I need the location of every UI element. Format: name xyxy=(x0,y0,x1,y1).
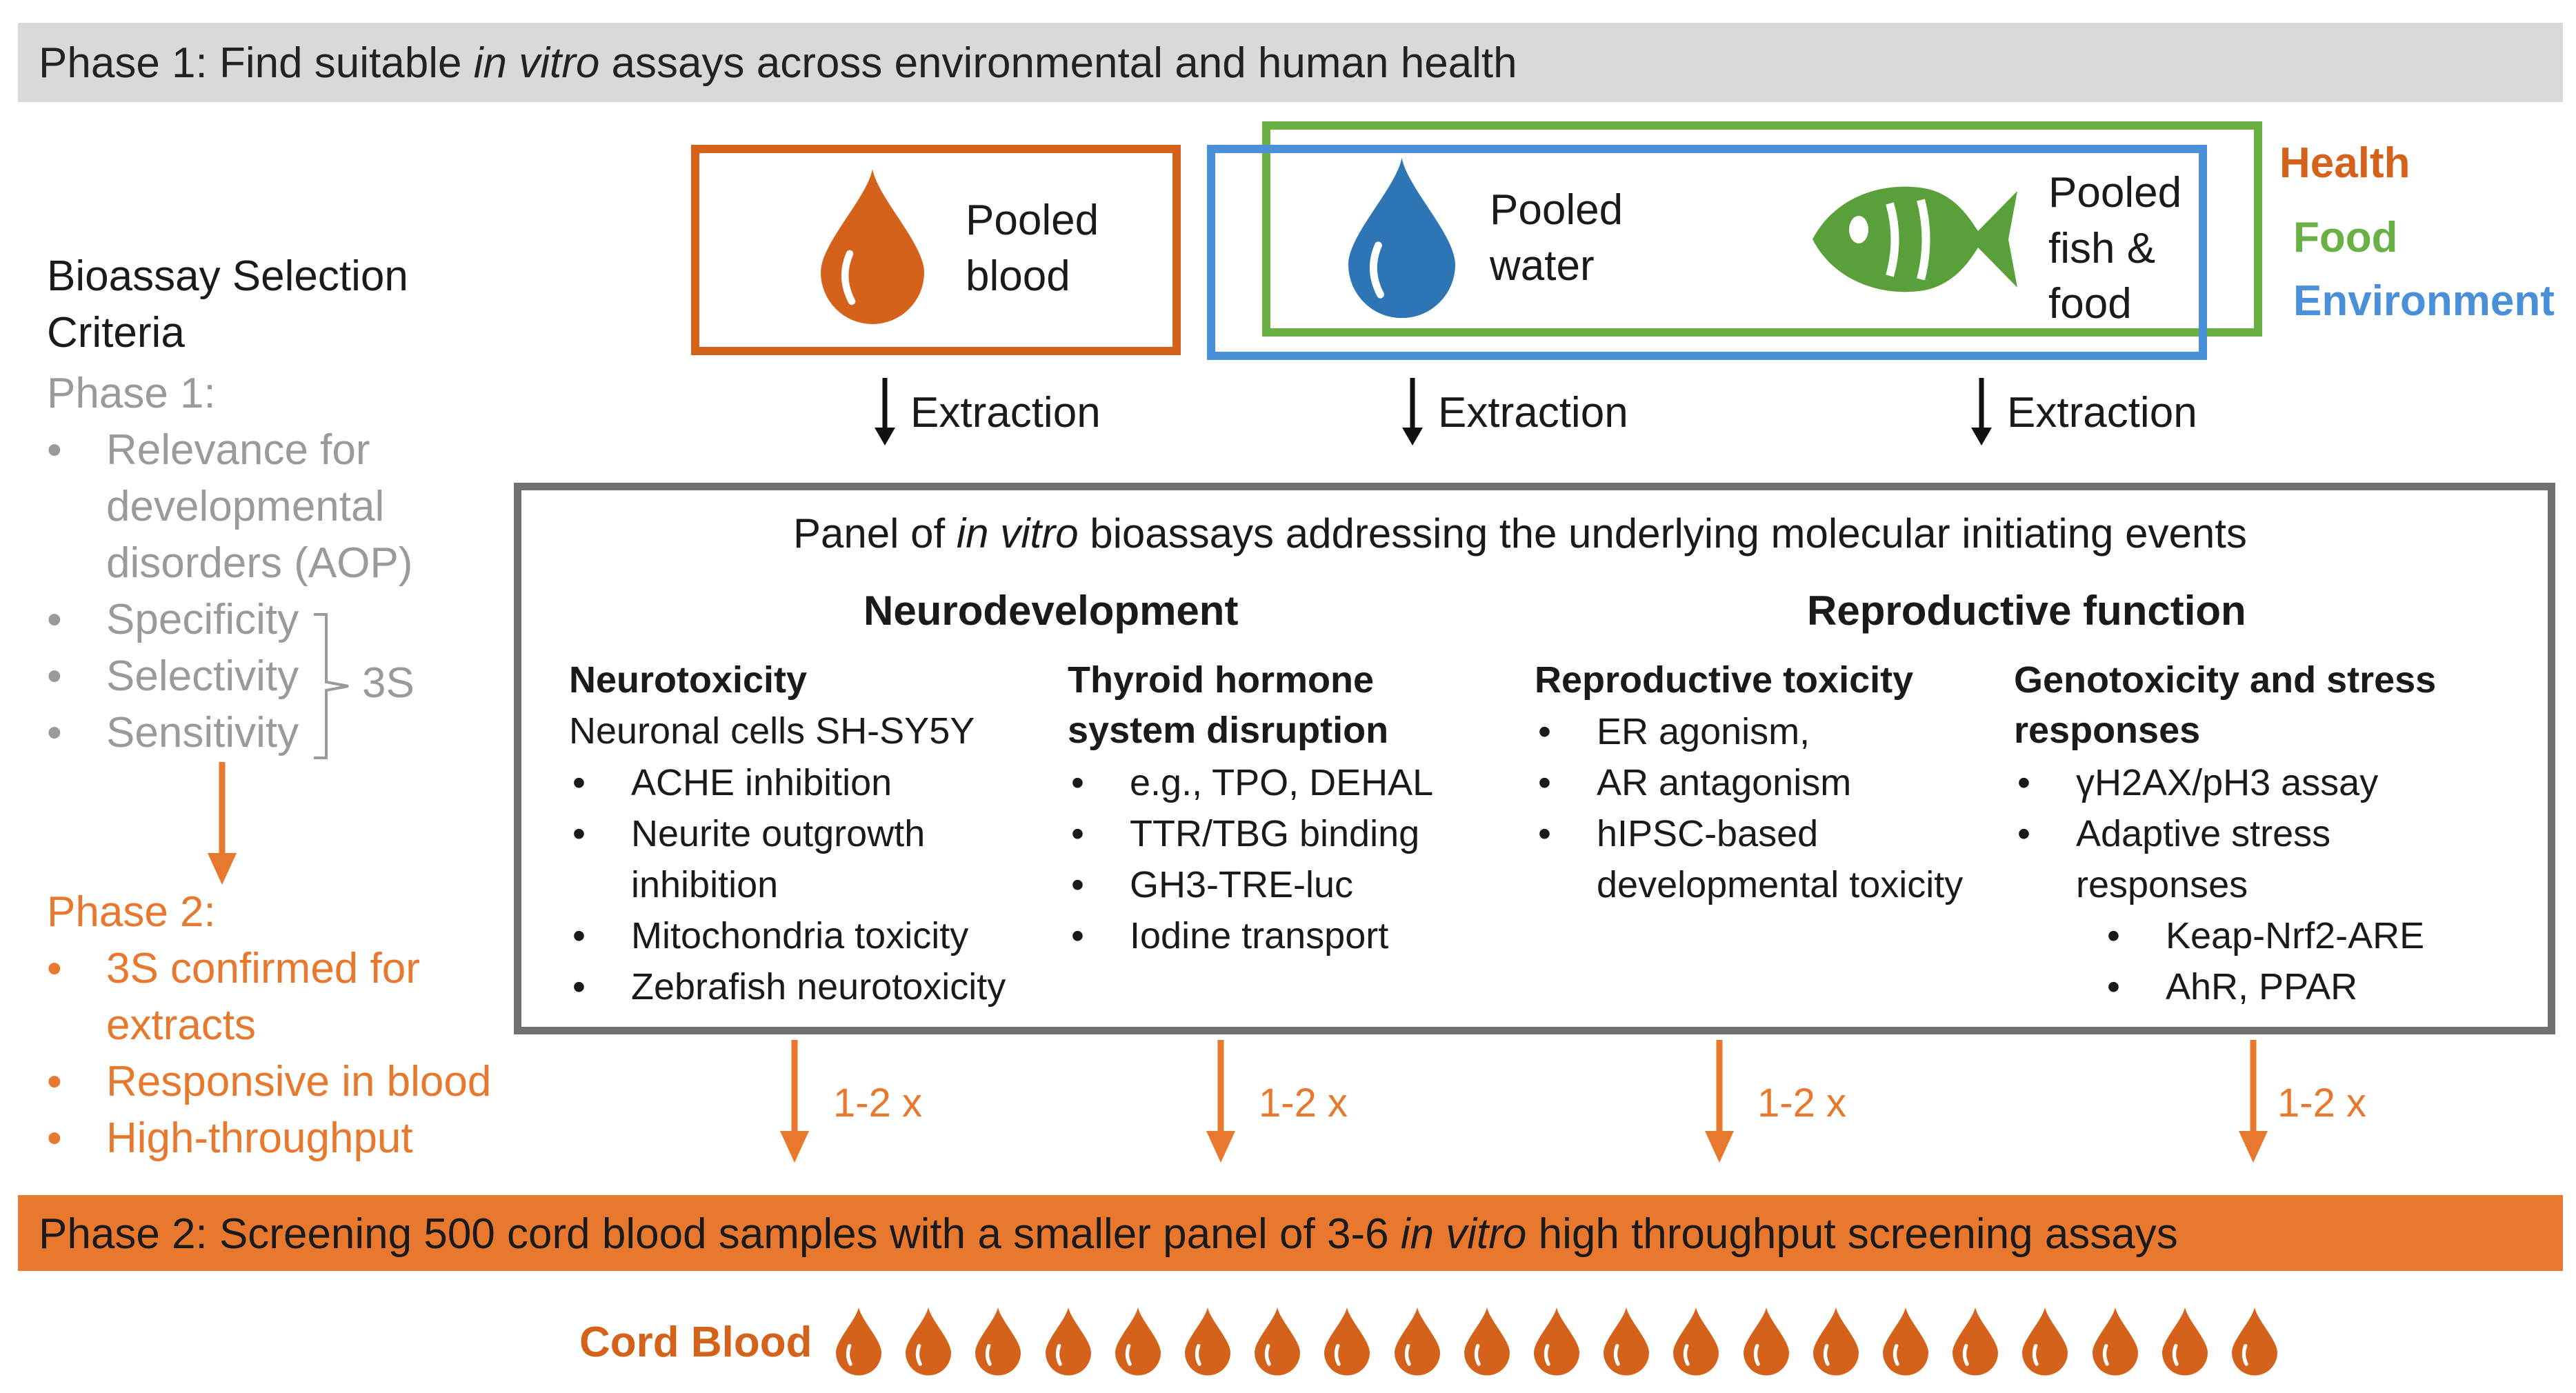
neurodevelopment-heading: Neurodevelopment xyxy=(863,588,1239,634)
extraction-label-blood: Extraction xyxy=(910,389,1101,437)
blood-drop-icon xyxy=(1604,1307,1649,1376)
blood-drop-icon xyxy=(906,1307,951,1376)
blood-drop-icon xyxy=(1464,1307,1510,1376)
list-item: Responsive in blood xyxy=(47,1054,491,1110)
list-item: Iodine transport xyxy=(1071,910,1433,961)
bioassay-panel xyxy=(514,483,2555,1034)
repro-tox-title: Reproductive toxicity xyxy=(1535,659,1914,701)
criteria-phase2-label: Phase 2: xyxy=(47,888,216,936)
blood-drop-icon xyxy=(2093,1307,2138,1376)
phase2-banner: Phase 2: Screening 500 cord blood sample… xyxy=(18,1195,2563,1271)
environment-box xyxy=(1207,145,2207,360)
down-arrow-icon xyxy=(1971,378,1992,445)
water-drop-icon xyxy=(1348,155,1455,321)
blood-drop-icon xyxy=(1046,1307,1091,1376)
blood-drop-icon xyxy=(1744,1307,1789,1376)
blood-drop-icon xyxy=(2022,1307,2068,1376)
blood-drop-icon xyxy=(2232,1307,2277,1376)
neurotoxicity-list: ACHE inhibition Neurite outgrowthinhibit… xyxy=(572,757,1006,1012)
blood-drop-icon xyxy=(1255,1307,1300,1376)
genotox-list: γH2AX/pH3 assay Adaptive stressresponses… xyxy=(2017,757,2424,1012)
extraction-label-fish: Extraction xyxy=(2007,389,2197,437)
orange-arrow-icon xyxy=(1206,1040,1235,1163)
orange-arrow-icon xyxy=(2239,1040,2268,1163)
list-item: Specificity xyxy=(47,592,412,648)
list-item: ER agonism, xyxy=(1538,706,1963,757)
list-item: GH3-TRE-luc xyxy=(1071,859,1433,910)
down-arrow-icon xyxy=(875,378,895,445)
multiplier-label: 1-2 x xyxy=(833,1081,922,1125)
multiplier-label: 1-2 x xyxy=(1259,1081,1348,1125)
blood-drop-icon xyxy=(1953,1307,1998,1376)
list-item: Sensitivity xyxy=(47,705,412,761)
cord-blood-drops xyxy=(836,1307,2284,1379)
list-item: AhR, PPAR xyxy=(2017,961,2424,1012)
blood-drop-icon xyxy=(1395,1307,1440,1376)
legend-environment: Environment xyxy=(2293,277,2555,325)
phase2-banner-text: Phase 2: Screening 500 cord blood sample… xyxy=(39,1210,2178,1258)
blood-drop-icon xyxy=(1185,1307,1230,1376)
list-item: γH2AX/pH3 assay xyxy=(2017,757,2424,808)
extraction-label-water: Extraction xyxy=(1438,389,1628,437)
blood-drop-icon xyxy=(1673,1307,1719,1376)
health-box xyxy=(691,145,1181,355)
phase1-banner: Phase 1: Find suitable in vitro assays a… xyxy=(18,23,2563,102)
fish-icon xyxy=(1813,186,2017,292)
list-item: TTR/TBG binding xyxy=(1071,808,1433,859)
blood-drop-icon xyxy=(1115,1307,1161,1376)
orange-arrow-icon xyxy=(208,762,237,885)
blood-drop-icon xyxy=(2162,1307,2208,1376)
list-item: AR antagonism xyxy=(1538,757,1963,808)
3s-label: 3S xyxy=(362,659,415,707)
list-item: Mitochondria toxicity xyxy=(572,910,1006,961)
legend-health: Health xyxy=(2279,139,2410,187)
legend-food: Food xyxy=(2293,214,2398,261)
list-item: ACHE inhibition xyxy=(572,757,1006,808)
food-box xyxy=(1262,121,2262,337)
criteria-title: Bioassay Selection Criteria xyxy=(47,252,408,357)
orange-arrow-icon xyxy=(1705,1040,1734,1163)
multiplier-label: 1-2 x xyxy=(1757,1081,1846,1125)
neurotoxicity-title: Neurotoxicity xyxy=(569,659,808,701)
list-item: Keap-Nrf2-ARE xyxy=(2017,910,2424,961)
blood-drop-icon xyxy=(1324,1307,1370,1376)
blood-drop-icon xyxy=(1813,1307,1859,1376)
criteria-phase1-label: Phase 1: xyxy=(47,370,216,417)
repro-tox-list: ER agonism, AR antagonism hIPSC-baseddev… xyxy=(1538,706,1963,910)
phase1-banner-text: Phase 1: Find suitable in vitro assays a… xyxy=(39,39,1517,87)
blood-drop-icon xyxy=(1883,1307,1928,1376)
list-item: High-throughput xyxy=(47,1110,491,1167)
blood-drop-icon xyxy=(821,166,924,328)
down-arrow-icon xyxy=(1402,378,1423,445)
list-item: e.g., TPO, DEHAL xyxy=(1071,757,1433,808)
3s-bracket xyxy=(314,613,349,759)
blood-drop-icon xyxy=(1534,1307,1579,1376)
thyroid-list: e.g., TPO, DEHAL TTR/TBG binding GH3-TRE… xyxy=(1071,757,1433,961)
reproductive-function-heading: Reproductive function xyxy=(1807,588,2246,634)
panel-title: Panel of in vitro bioassays addressing t… xyxy=(793,510,2247,557)
multiplier-label: 1-2 x xyxy=(2277,1081,2366,1125)
blood-drop-icon xyxy=(975,1307,1021,1376)
blood-drop-icon xyxy=(836,1307,881,1376)
list-item: Selectivity xyxy=(47,648,412,705)
orange-arrow-icon xyxy=(780,1040,809,1163)
list-item: Zebrafish neurotoxicity xyxy=(572,961,1006,1012)
cord-blood-label: Cord Blood xyxy=(579,1319,812,1366)
neurotoxicity-subtitle: Neuronal cells SH-SY5Y xyxy=(569,710,975,752)
